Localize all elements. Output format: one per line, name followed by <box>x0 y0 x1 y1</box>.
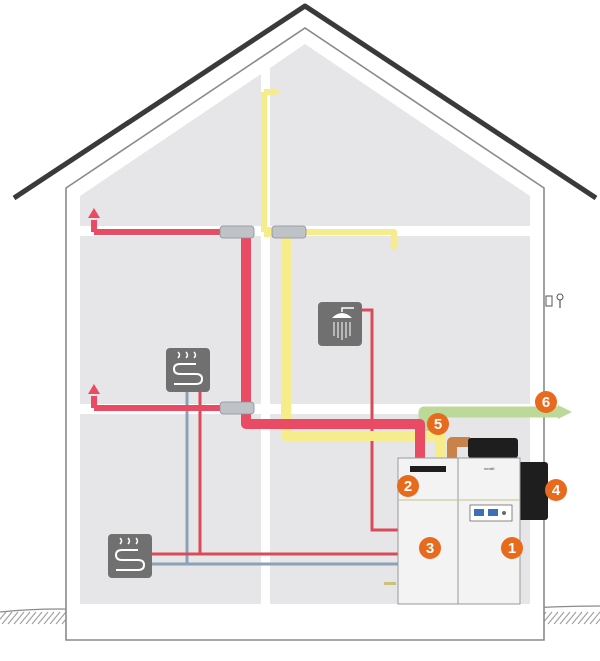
ground-hatch-line <box>37 611 49 625</box>
ground-hatch-line <box>547 611 559 625</box>
ground-hatch-line <box>589 611 600 625</box>
callout-1: 1 <box>501 537 523 559</box>
roof-outline <box>12 3 598 201</box>
room-ground-left <box>80 414 261 604</box>
wall-sensor-icon <box>545 293 564 308</box>
unit-body-right <box>457 457 521 605</box>
ground-hatch-line <box>571 611 583 625</box>
ground-hatch-line <box>583 611 595 625</box>
ground-hatch-line <box>43 611 55 625</box>
ground-hatch-line <box>0 611 7 620</box>
control-panel <box>469 504 513 522</box>
supply-arrow-upper <box>88 208 100 218</box>
ground-hatch-line <box>31 611 43 625</box>
svg-text:6: 6 <box>542 394 550 411</box>
fresh-air-arrow <box>558 405 572 419</box>
callout-2: 2 <box>397 475 419 497</box>
extract-arrow-room <box>390 244 398 252</box>
ground-hatch-line <box>559 611 571 625</box>
room-middle-right <box>270 236 530 404</box>
shower-icon <box>318 302 362 346</box>
ventilation-unit: ventil <box>384 438 548 605</box>
callout-3: 3 <box>419 537 441 559</box>
floor-heating-coil-icon <box>166 348 210 392</box>
duct-connectors <box>219 225 307 415</box>
ground-hatch-line <box>1 611 13 625</box>
ground-hatch-line <box>25 611 37 625</box>
ground-hatch-line <box>19 611 31 625</box>
unit-top-module <box>468 438 518 458</box>
floor-heating-coil-icon <box>108 534 152 578</box>
ground-hatch-line <box>553 611 565 625</box>
svg-text:4: 4 <box>552 482 561 499</box>
callout-5: 5 <box>427 413 449 435</box>
room-attic-right <box>270 44 530 226</box>
ground-hatch-line <box>55 611 67 625</box>
unit-brand: ventil <box>484 466 494 471</box>
svg-text:1: 1 <box>508 540 516 557</box>
ground-hatch-line <box>7 611 19 625</box>
ground-hatch-line <box>13 611 25 625</box>
callouts: 1 2 3 4 5 6 <box>397 391 567 559</box>
svg-text:2: 2 <box>404 478 412 495</box>
ground-hatch-line <box>595 618 600 625</box>
supply-arrow-lower <box>88 384 100 394</box>
ground-hatch-line <box>577 611 589 625</box>
extract-arrow-attic <box>272 88 282 96</box>
callout-6: 6 <box>535 391 557 413</box>
exhaust-duct <box>447 437 470 458</box>
room-attic-left <box>80 74 261 226</box>
svg-text:5: 5 <box>434 416 442 433</box>
ground-hatch-line <box>49 611 61 625</box>
ground-hatch-line <box>565 611 577 625</box>
external-fan-module <box>518 462 548 520</box>
callout-4: 4 <box>545 479 567 501</box>
svg-text:3: 3 <box>426 540 434 557</box>
